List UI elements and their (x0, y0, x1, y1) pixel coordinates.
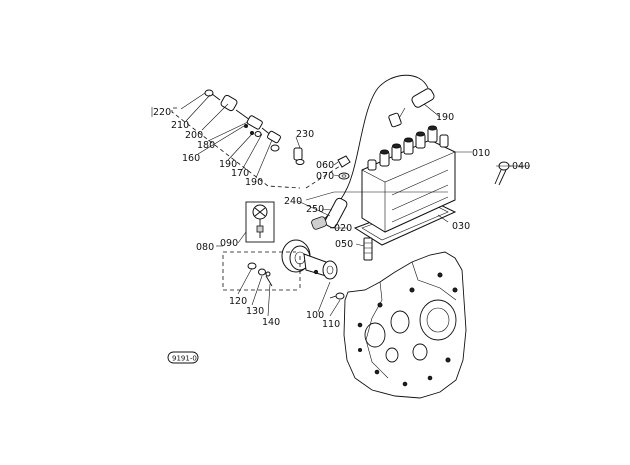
pipe-250-020 (311, 197, 348, 230)
callout-160: 160 (182, 153, 200, 164)
callout-010: 010 (472, 148, 490, 159)
callout-210: 210 (171, 120, 189, 131)
engine-block (343, 251, 467, 399)
bolt-110 (329, 292, 345, 300)
callout-060: 060 (316, 160, 334, 171)
leader-lines (171, 92, 530, 317)
callout-050: 050 (335, 239, 353, 250)
callout-labels: 220 210 200 180 160 190 170 190 230 190 … (153, 107, 530, 330)
stud-050 (363, 237, 373, 261)
washer-060-nut-070 (337, 155, 351, 180)
callout-190-a: 190 (219, 159, 237, 170)
small-parts-120-140 (247, 262, 273, 287)
callout-190-c: 190 (436, 112, 454, 123)
callout-070: 070 (316, 171, 334, 182)
callout-220: 220 (153, 107, 171, 118)
callout-110: 110 (322, 319, 340, 330)
injector-assembly (204, 89, 305, 165)
callout-180: 180 (197, 140, 215, 151)
governor-weight (245, 201, 275, 243)
callout-030: 030 (452, 221, 470, 232)
callout-100: 100 (306, 310, 324, 321)
diagram-code: 9191-0 (172, 355, 197, 363)
callout-190-b: 190 (245, 177, 263, 188)
callout-080: 080 (196, 242, 214, 253)
callout-170: 170 (231, 168, 249, 179)
callout-040: 040 (512, 161, 530, 172)
callout-200: 200 (185, 130, 203, 141)
bolt-040 (494, 161, 512, 186)
callout-240: 240 (284, 196, 302, 207)
drive-gear (281, 239, 338, 280)
callout-120: 120 (229, 296, 247, 307)
callout-020: 020 (334, 223, 352, 234)
diagram-code-badge: 9191-0 (167, 351, 199, 364)
callout-250: 250 (306, 204, 324, 215)
callout-230: 230 (296, 129, 314, 140)
callout-130: 130 (246, 306, 264, 317)
injection-pump (319, 74, 457, 246)
callout-140: 140 (262, 317, 280, 328)
callout-090: 090 (220, 238, 238, 249)
